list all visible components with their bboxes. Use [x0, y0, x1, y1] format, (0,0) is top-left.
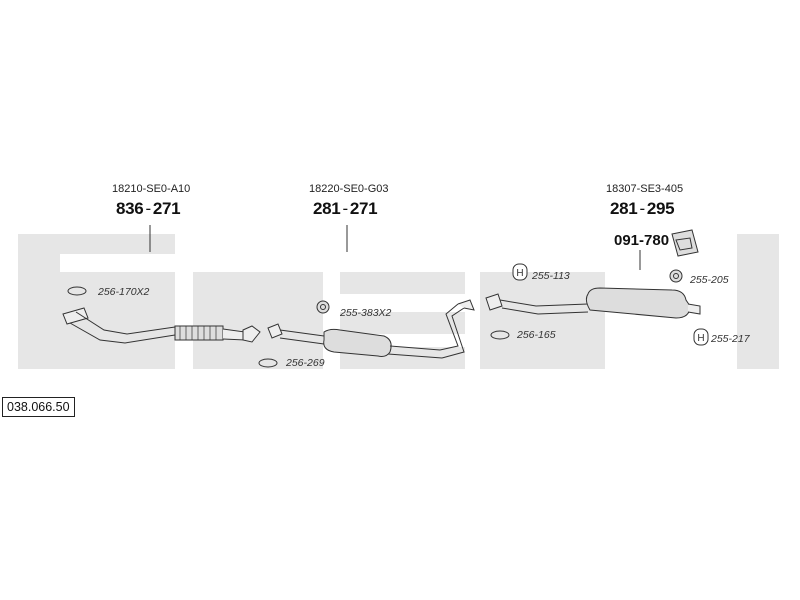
part-number-bracket: 091-780 — [614, 232, 670, 249]
oe-number-2: 18220-SE0-G03 — [309, 183, 389, 195]
part-number-2-b: 271 — [349, 199, 378, 218]
part-number-3-b: 295 — [646, 199, 675, 218]
bracket-icon — [671, 229, 699, 257]
fitting-label: 255-113 — [532, 270, 570, 282]
catalytic-section — [267, 299, 475, 359]
part-number-1: 836-271 — [116, 199, 181, 218]
fitting-label: 255-205 — [690, 274, 729, 286]
oe-number-3: 18307-SE3-405 — [606, 183, 684, 195]
fitting-label: 256-165 — [517, 329, 556, 341]
rear-silencer-section — [485, 287, 701, 319]
part-number-1-a: 836 — [116, 199, 144, 218]
part-number-2: 281-271 — [313, 199, 378, 218]
catalog-number-box: 038.066.50 — [2, 397, 75, 417]
fitting-label: 256-170X2 — [98, 286, 150, 298]
part-number-3: 281-295 — [610, 199, 675, 218]
fitting-label: 255-383X2 — [340, 307, 392, 319]
part-number-3-a: 281 — [610, 199, 638, 218]
gasket-ring-icon — [67, 286, 87, 296]
rubber-mount-icon — [669, 269, 683, 283]
fitting-label: 255-217 — [711, 333, 750, 345]
part-number-1-b: 271 — [152, 199, 181, 218]
gasket-ring-icon — [258, 358, 278, 368]
rubber-mount-icon — [316, 300, 330, 314]
hanger-h-icon: H — [512, 263, 528, 281]
svg-text:H: H — [516, 268, 523, 279]
fitting-label: 256-269 — [286, 357, 325, 369]
svg-text:H: H — [697, 333, 704, 344]
front-pipe — [62, 307, 261, 344]
part-number-2-a: 281 — [313, 199, 341, 218]
oe-number-1: 18210-SE0-A10 — [112, 183, 191, 195]
hanger-h-icon: H — [693, 328, 709, 346]
gasket-ring-icon — [490, 330, 510, 340]
